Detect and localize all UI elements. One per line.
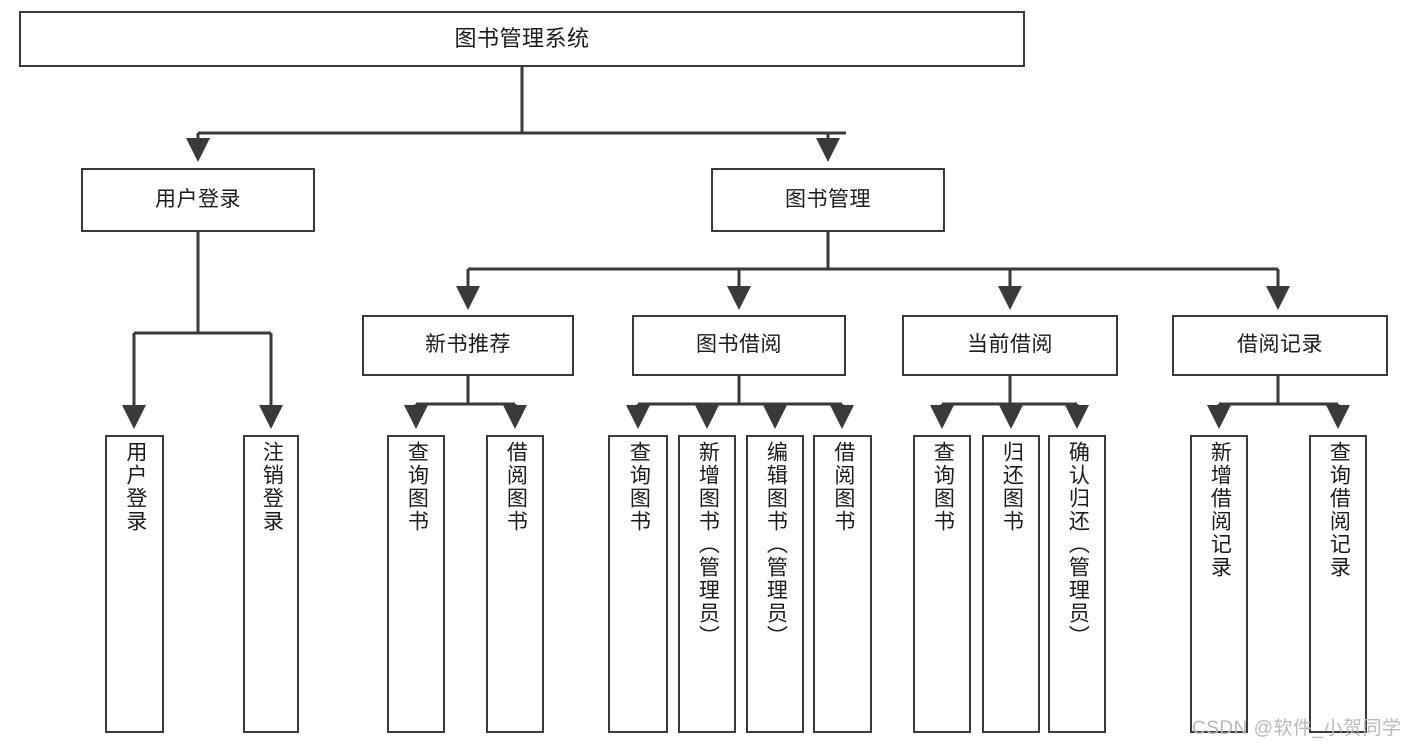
leaf-user-login[interactable]: 用户登录 — [105, 435, 164, 733]
leaf-query-borrow-record[interactable]: 查询借阅记录 — [1309, 435, 1367, 733]
leaf-query-book-borrow[interactable]: 查询图书 — [608, 435, 668, 733]
leaf-label: 新增图书（管理员） — [696, 441, 720, 648]
node-borrow-record[interactable]: 借阅记录 — [1172, 315, 1388, 376]
leaf-add-book-admin[interactable]: 新增图书（管理员） — [678, 435, 736, 733]
node-root-system[interactable]: 图书管理系统 — [19, 11, 1025, 67]
leaf-query-book-current[interactable]: 查询图书 — [913, 435, 971, 733]
csdn-watermark: CSDN @软件_小贺同学 — [1192, 718, 1402, 739]
leaf-label: 查询图书 — [931, 441, 955, 533]
leaf-return-book[interactable]: 归还图书 — [982, 435, 1040, 733]
node-new-book-recommend[interactable]: 新书推荐 — [362, 315, 574, 376]
node-user-login-module[interactable]: 用户登录 — [81, 168, 315, 232]
leaf-label: 编辑图书（管理员） — [764, 441, 788, 648]
leaf-borrow-book[interactable]: 借阅图书 — [813, 435, 872, 733]
leaf-query-book-recommend[interactable]: 查询图书 — [387, 435, 445, 733]
leaf-label: 借阅图书 — [504, 441, 528, 533]
node-book-management-module[interactable]: 图书管理 — [711, 168, 945, 232]
leaf-label: 借阅图书 — [831, 441, 855, 533]
leaf-confirm-return-admin[interactable]: 确认归还（管理员） — [1048, 435, 1106, 733]
leaf-label: 新增借阅记录 — [1208, 441, 1232, 579]
leaf-label: 归还图书 — [1000, 441, 1024, 533]
leaf-label: 查询图书 — [405, 441, 429, 533]
leaf-logout[interactable]: 注销登录 — [243, 435, 299, 733]
leaf-label: 确认归还（管理员） — [1066, 441, 1090, 648]
leaf-borrow-book-recommend[interactable]: 借阅图书 — [486, 435, 544, 733]
leaf-label: 注销登录 — [260, 441, 284, 533]
leaf-label: 用户登录 — [123, 441, 147, 533]
node-current-borrow[interactable]: 当前借阅 — [902, 315, 1118, 376]
node-book-borrow[interactable]: 图书借阅 — [632, 315, 846, 376]
leaf-add-borrow-record[interactable]: 新增借阅记录 — [1190, 435, 1248, 733]
leaf-label: 查询借阅记录 — [1327, 441, 1351, 579]
leaf-label: 查询图书 — [627, 441, 651, 533]
leaf-edit-book-admin[interactable]: 编辑图书（管理员） — [746, 435, 804, 733]
